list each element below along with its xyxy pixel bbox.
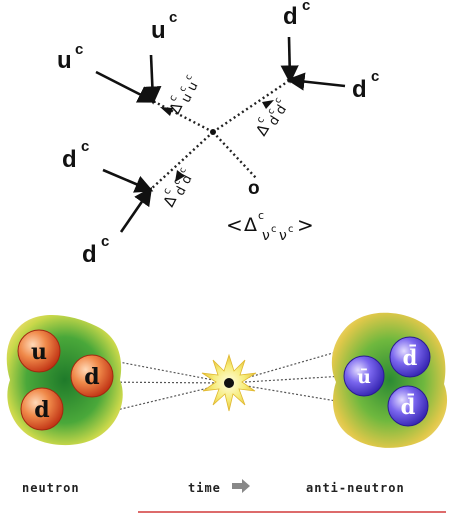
svg-text:Δ: Δ — [244, 214, 257, 236]
antineutron-quark-dbar-1: d̄ — [389, 336, 431, 378]
interaction-burst — [201, 353, 257, 412]
propagator-lines — [149, 79, 291, 191]
svg-text:d: d — [84, 364, 99, 390]
svg-text:d: d — [34, 397, 49, 423]
svg-text:ν: ν — [262, 228, 270, 244]
central-vertex — [210, 129, 216, 135]
propagator-arrow-upper-left — [160, 107, 173, 116]
neutron-quark-u: u — [17, 329, 61, 373]
svg-text:c: c — [184, 73, 195, 82]
lower-left-legs — [102, 168, 154, 233]
leg-label-upper-right-a: d c — [283, 0, 310, 30]
svg-text:c: c — [288, 224, 294, 235]
neutron-oscillation-illustration: u d d ū d̄ d̄ neutron time — [6, 312, 448, 513]
svg-text:c: c — [302, 0, 310, 14]
leg-label-lower-left-b: d c — [82, 233, 109, 268]
propagator-arrow-upper-right — [262, 100, 274, 109]
svg-text:ν: ν — [279, 228, 287, 244]
time-arrow-icon — [232, 479, 250, 493]
svg-text:d: d — [82, 241, 97, 268]
svg-text:<: < — [226, 213, 243, 237]
propagator-label-lower-left: Δ c d c d c — [160, 166, 196, 210]
propagator-upper-left — [152, 99, 214, 134]
antineutron-quark-ubar: ū — [343, 355, 385, 397]
svg-text:c: c — [169, 9, 177, 26]
svg-text:c: c — [371, 68, 379, 85]
svg-text:c: c — [161, 186, 173, 196]
svg-text:c: c — [172, 178, 183, 187]
svg-text:c: c — [266, 107, 277, 117]
upper-right-legs — [280, 36, 346, 91]
svg-text:u: u — [151, 17, 166, 44]
caption-antineutron: anti-neutron — [306, 481, 405, 495]
svg-text:c: c — [255, 115, 267, 125]
svg-text:c: c — [258, 209, 264, 222]
svg-text:c: c — [81, 138, 89, 155]
leg-label-upper-right-b: d c — [352, 68, 379, 103]
leg-label-upper-left-b: u c — [151, 9, 177, 44]
svg-text:u: u — [57, 47, 72, 74]
svg-text:u: u — [179, 91, 196, 105]
neutron-quark-d-2: d — [20, 387, 64, 431]
svg-text:c: c — [75, 41, 83, 58]
vev-label: < Δ c ν c ν c > — [226, 209, 314, 244]
svg-text:d: d — [352, 76, 367, 103]
svg-text:u: u — [31, 339, 47, 365]
caption-neutron: neutron — [22, 481, 80, 495]
upper-left-legs — [95, 54, 162, 105]
leg-label-lower-left-a: d c — [62, 138, 89, 173]
vev-marker: o — [248, 178, 260, 199]
svg-text:c: c — [273, 96, 284, 106]
antineutron-quark-dbar-2: d̄ — [387, 385, 429, 427]
svg-text:c: c — [178, 166, 189, 175]
leg-label-upper-left-a: u c — [57, 41, 83, 74]
svg-text:d: d — [173, 184, 190, 198]
svg-text:d: d — [283, 3, 298, 30]
svg-text:d̄: d̄ — [401, 394, 416, 419]
propagator-arrow-lower-left — [175, 170, 185, 182]
propagator-lower-left — [149, 131, 214, 191]
svg-text:ū: ū — [357, 366, 371, 388]
caption-time: time — [188, 481, 221, 495]
propagator-label-upper-left: Δ c u c u c — [166, 73, 202, 117]
propagator-vev — [212, 131, 257, 179]
svg-text:d: d — [62, 146, 77, 173]
svg-text:c: c — [178, 85, 189, 94]
svg-text:c: c — [101, 233, 109, 250]
burst-core — [224, 378, 234, 388]
svg-text:>: > — [297, 213, 314, 237]
svg-text:c: c — [167, 93, 179, 103]
propagator-upper-right — [212, 79, 291, 133]
svg-text:c: c — [271, 224, 277, 235]
svg-text:d̄: d̄ — [403, 345, 418, 370]
propagator-label-upper-right: Δ c d c d c — [252, 96, 290, 139]
neutron-quark-d-1: d — [70, 354, 114, 398]
feynman-diagram: o u c u c d c d c d c d c Δ c u — [57, 0, 379, 268]
